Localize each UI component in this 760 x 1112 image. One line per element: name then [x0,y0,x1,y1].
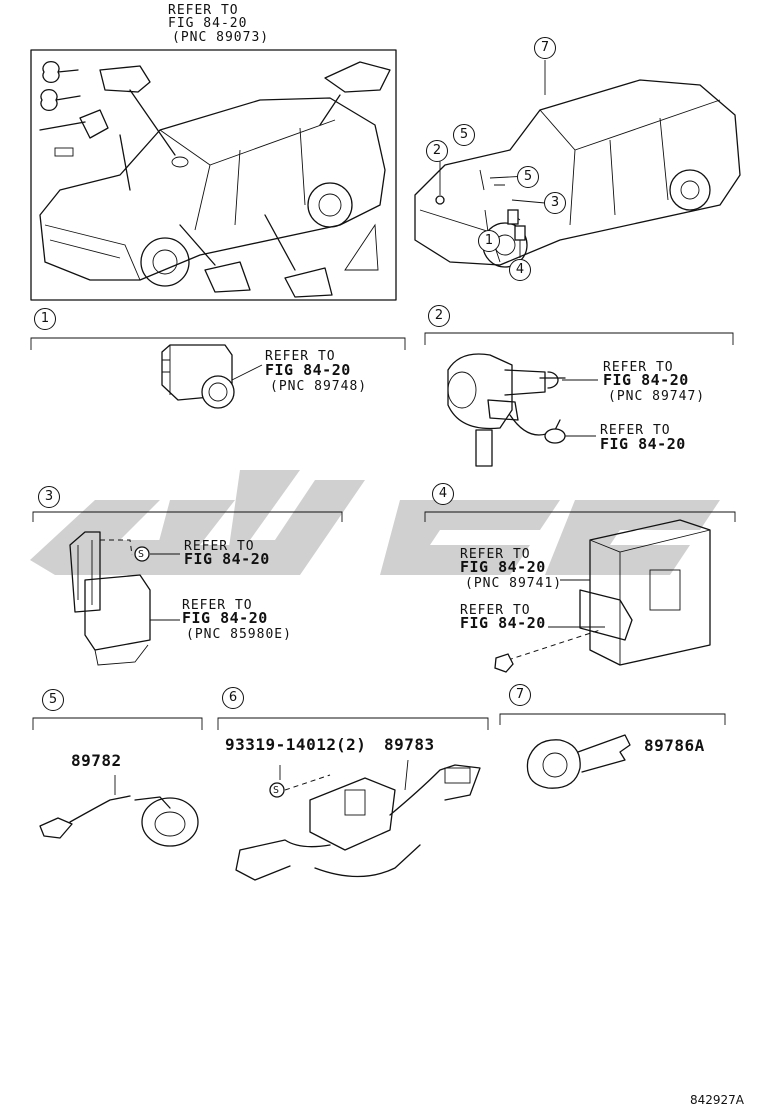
part-7-key [526,734,631,789]
section-1-bracket [30,337,406,350]
section-6-bolt-qty: (2) [336,735,367,754]
section-4-refer-a-line3: (PNC 89741) [465,576,563,591]
overview-refer-line1: REFER TO [168,3,239,18]
part-3-relay [69,531,180,666]
section-3-refer-b-line1: REFER TO [182,598,253,613]
section-3-refer-b-line2: FIG 84-20 [182,609,268,627]
illustration-id: 842927A [690,1093,745,1107]
section-3-number[interactable]: 3 [38,486,60,508]
section-4-refer-a-line1: REFER TO [460,547,531,562]
overview-callout-3[interactable]: 3 [544,192,566,214]
section-4-refer-b-line1: REFER TO [460,603,531,618]
watermark-logo [30,470,720,575]
overview-callout-4[interactable]: 4 [509,259,531,281]
section-4-refer-b-line2: FIG 84-20 [460,614,546,632]
overview-callout-1[interactable]: 1 [478,230,500,252]
section-1-number[interactable]: 1 [34,308,56,330]
section-1-refer-line3: (PNC 89748) [270,379,368,394]
section-5-part-number[interactable]: 89782 [71,751,122,770]
section-7-bracket [499,713,726,725]
overview-callout-5a[interactable]: 5 [453,124,475,146]
overview-callout-7[interactable]: 7 [534,37,556,59]
section-3-refer-a-line2: FIG 84-20 [184,550,270,568]
section-5-bracket [32,717,203,730]
section-2-refer-b-line1: REFER TO [600,423,671,438]
section-3-s-symbol: S [138,549,145,560]
section-2-refer-a-line1: REFER TO [603,360,674,375]
section-6-number[interactable]: 6 [222,687,244,709]
section-2-refer-a-line3: (PNC 89747) [608,389,706,404]
part-4-ecu [494,519,711,673]
section-2-bracket [424,332,734,345]
overview-refer-line3: (PNC 89073) [172,30,270,45]
overview-frame [30,49,397,301]
section-2-number[interactable]: 2 [428,305,450,327]
section-6-bracket [217,717,489,730]
overview-car-right [414,60,741,268]
section-4-number[interactable]: 4 [432,483,454,505]
part-6-combination-switch [235,759,481,881]
section-1-refer-line1: REFER TO [265,349,336,364]
section-3-bracket [32,511,343,522]
section-6-part-number[interactable]: 89783 [384,735,435,754]
section-5-number[interactable]: 5 [42,689,64,711]
section-2-refer-a-line2: FIG 84-20 [603,371,689,389]
section-2-refer-b-line2: FIG 84-20 [600,435,686,453]
overview-car-left [39,61,391,298]
part-2-siren [447,353,598,467]
section-4-bracket [424,511,736,522]
overview-callout-2[interactable]: 2 [426,140,448,162]
section-3-refer-a-line1: REFER TO [184,539,255,554]
section-6-s-symbol: S [273,785,280,796]
section-7-number[interactable]: 7 [509,684,531,706]
section-3-refer-b-line3: (PNC 85980E) [186,627,292,642]
section-1-refer-line2: FIG 84-20 [265,361,351,379]
section-6-bolt-part[interactable]: 93319-14012 [225,735,337,754]
overview-refer-line2: FIG 84-20 [168,16,248,31]
section-7-part-number[interactable]: 89786A [644,736,705,755]
overview-callout-5b[interactable]: 5 [517,166,539,188]
part-5-spiral-cable [39,775,199,847]
section-4-refer-a-line2: FIG 84-20 [460,558,546,576]
part-1-switch [161,344,263,409]
